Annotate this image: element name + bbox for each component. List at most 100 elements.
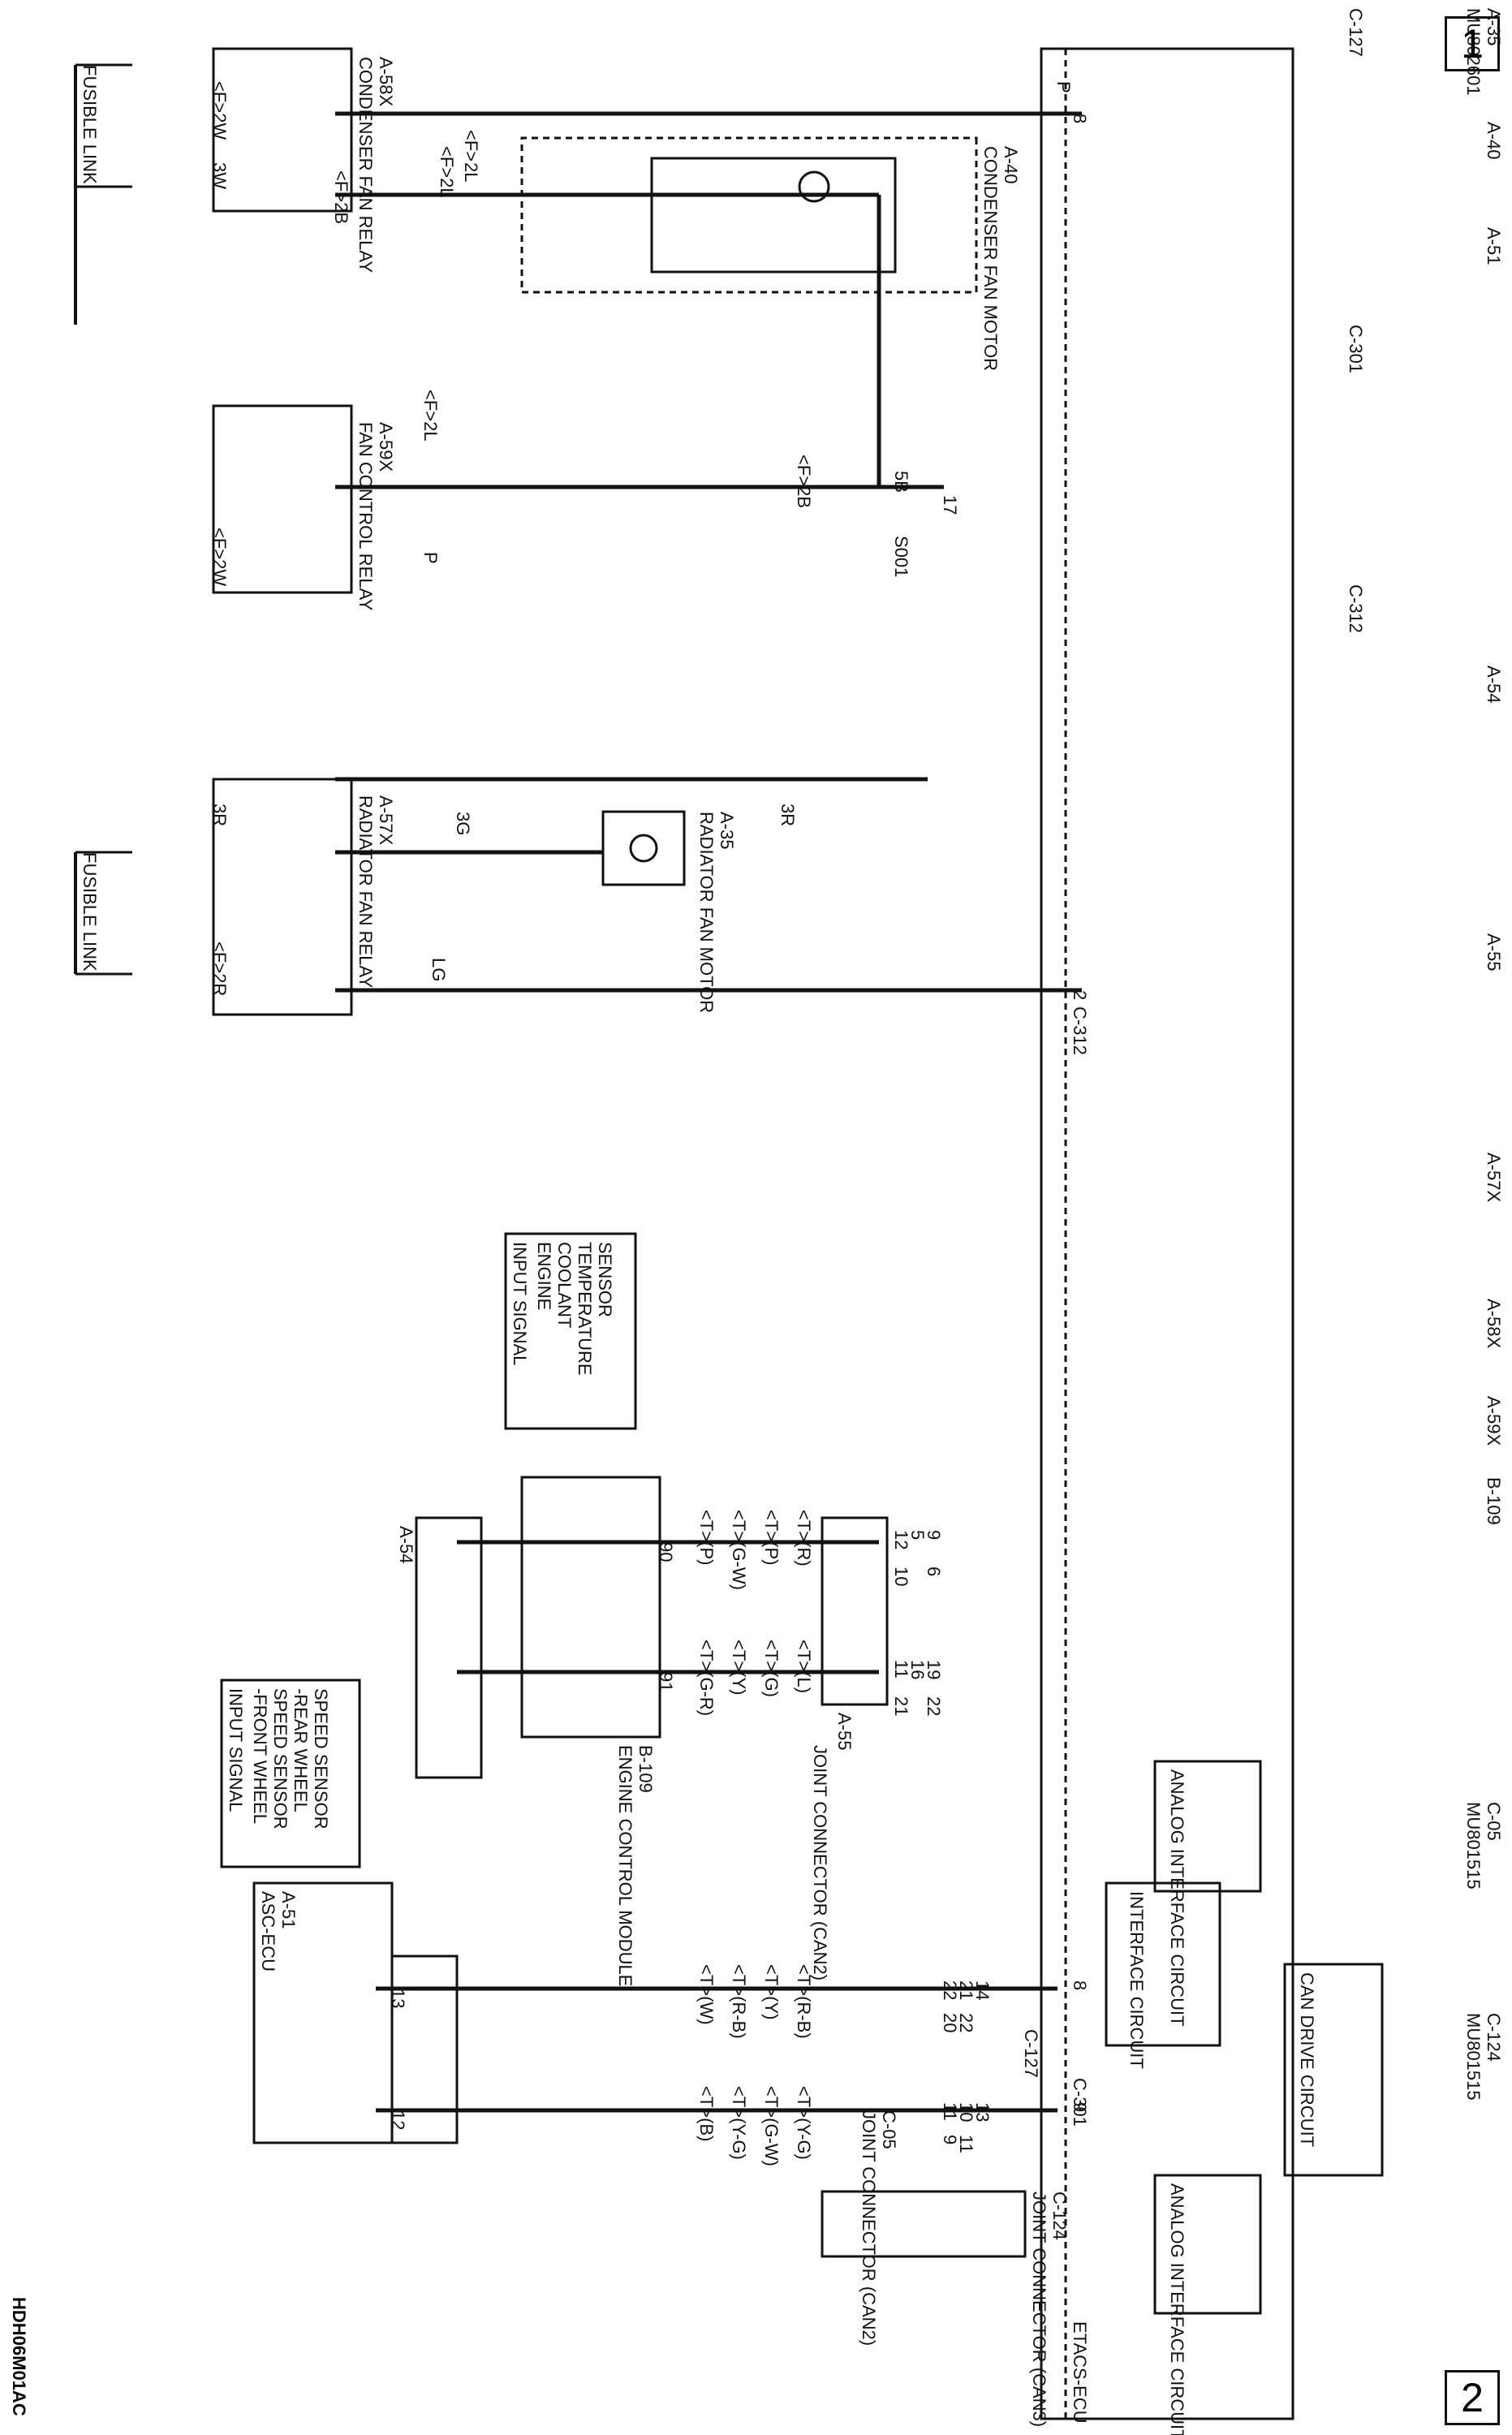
cv-c05: C-05 [1484, 1802, 1504, 1841]
condenser-motor-label: CONDENSER FAN MOTOR [980, 146, 1001, 371]
radiator-motor-label: RADIATOR FAN MOTOR [696, 812, 717, 1013]
can-t-y-g: <T>(Y-G) [729, 2086, 749, 2160]
wire-f2b: <F>2B [331, 170, 351, 224]
can-t-r: <T>(R) [794, 1510, 814, 1567]
fusible-link-29-label: FUSIBLE LINK [80, 852, 100, 972]
etacs-pin-8: 8 [1070, 114, 1090, 123]
pin-5: 5 [907, 1530, 928, 1540]
asc-pin-12: 12 [388, 2110, 408, 2130]
joint-can2-a-top: A-54 [396, 1526, 416, 1563]
can-t-p2: <T>(P) [761, 1510, 782, 1565]
pin-9: 9 [924, 1530, 944, 1540]
condenser-relay-connector: A-58X [376, 57, 396, 106]
c-pin-21: 21 [956, 1980, 976, 2000]
fan-control-relay-label: FAN CONTROL RELAY [355, 422, 376, 611]
wire-f: <F> [461, 130, 481, 162]
joint-can2-b-label: JOINT CONNECTOR (CAN2) [859, 2110, 879, 2346]
c-pin-11: 11 [940, 2102, 960, 2121]
pin-10: 10 [891, 1567, 911, 1586]
page-marker-1: 1 [1445, 16, 1500, 71]
asc-pin-13: 13 [388, 1989, 408, 2008]
can-t-r-b: <T>(R-B) [729, 1964, 749, 2039]
can-t-g-r: <T>(G-R) [696, 1640, 717, 1716]
asc-ecu-connector: A-51 [278, 1891, 299, 1929]
ect-input-title: INPUT SIGNAL [510, 1242, 530, 1365]
wire-f2b-2: <F>2B [794, 455, 814, 508]
joint-can3-connector: C-124 [1049, 2192, 1070, 2240]
analog-interface-2-label: ANALOG INTERFACE CIRCUIT [1167, 2183, 1187, 2435]
cv-a57x: A-57X [1484, 1153, 1504, 1202]
diagram-code: HDH06M01AC [9, 2297, 29, 2416]
c-pin-14: 14 [972, 1980, 993, 2000]
cv-c124-mark: MU801515 [1463, 2013, 1484, 2101]
radiator-motor-connector: A-35 [717, 812, 737, 849]
etacs-pin-9: 9 [1070, 2102, 1090, 2112]
wire-3w: 3W [209, 162, 230, 189]
pin-6: 6 [924, 1567, 944, 1576]
diagram-labels: FUSIBLE LINK FUSIBLE LINK CONDENSER FAN … [80, 8, 1504, 2435]
wheel-line-3: -REAR WHEEL [291, 1688, 311, 1812]
etacs-connector-b: C-301 [1070, 2078, 1090, 2127]
wheel-line-4: SPEED SENSOR [311, 1688, 331, 1829]
can-t-y: <T>(Y) [729, 1640, 749, 1695]
cv-a54: A-54 [1484, 666, 1504, 703]
etacs-connector-a: C-312 [1070, 1006, 1090, 1055]
wire-f2w-2: <F>2W [209, 528, 230, 586]
etacs-pin-8b: 8 [1070, 1980, 1090, 1990]
condenser-relay-label: CONDENSER FAN RELAY [355, 57, 376, 273]
cv-a51: A-51 [1484, 227, 1504, 265]
c-pin-11b: 11 [956, 2135, 976, 2153]
radiator-relay-connector: A-57X [376, 795, 396, 845]
cv-c05-mark: MU801515 [1463, 1802, 1484, 1890]
cv-b109: B-109 [1484, 1477, 1504, 1525]
c-pin-20: 20 [940, 2013, 960, 2032]
ecm-connector: B-109 [635, 1745, 656, 1793]
can-t-g: <T>(G) [761, 1640, 782, 1697]
page-marker-2: 2 [1445, 2370, 1500, 2425]
analog-interface-1-label: ANALOG INTERFACE CIRCUIT [1167, 1769, 1187, 2027]
can-t-w: <T>(W) [696, 1964, 717, 2025]
cv-a40: A-40 [1484, 122, 1504, 159]
cv-a35-mark: MU802601 [1463, 8, 1484, 96]
can-t-y-g2: <T>(Y-G) [794, 2086, 814, 2160]
cv-a55: A-55 [1484, 933, 1504, 971]
ect-line-3: TEMPERATURE [575, 1242, 595, 1376]
wire-2l: 2L [461, 162, 481, 182]
cv-a58x: A-58X [1484, 1299, 1504, 1348]
joint-can2-a-label: JOINT CONNECTOR (CAN2) [810, 1745, 830, 1980]
wire-f2r: <F>2R [209, 942, 230, 996]
splice-label: S001 [891, 536, 911, 577]
can-t-g-w2: <T>(G-W) [761, 2086, 782, 2166]
wheel-input-title: INPUT SIGNAL [226, 1688, 246, 1812]
ect-line-4: SENSOR [595, 1242, 615, 1317]
cv-c127: C-127 [1346, 8, 1366, 57]
ground-label: 17 [940, 495, 960, 515]
can-t-y2: <T>(Y) [761, 1964, 782, 2019]
c-pin-22: 22 [940, 1980, 960, 2000]
cv-c301: C-301 [1346, 325, 1366, 373]
pin-22: 22 [924, 1696, 944, 1716]
ect-line-1: ENGINE [534, 1242, 554, 1310]
cv-a59x: A-59X [1484, 1396, 1504, 1446]
pin-11: 11 [891, 1660, 911, 1679]
etacs-pin-2: 2 [1070, 990, 1090, 1000]
ecm-pin-91: 91 [656, 1672, 676, 1692]
c-pin-9: 9 [940, 2135, 960, 2144]
wheel-line-2: SPEED SENSOR [270, 1688, 291, 1829]
can-t-b: <T>(B) [696, 2086, 717, 2141]
can-t-r-b2: <T>(R-B) [794, 1964, 814, 2039]
pin-21: 21 [891, 1696, 911, 1716]
joint-can3-label: JOINT CONNECTOR (CAN3) [1029, 2192, 1049, 2427]
condenser-motor-connector: A-40 [1001, 146, 1021, 183]
ecm-label: ENGINE CONTROL MODULE [615, 1745, 635, 1986]
wire-3r: 3R [778, 804, 798, 826]
can-t-l: <T>(L) [794, 1640, 814, 1693]
interface-circuit-label: INTERFACE CIRCUIT [1126, 1891, 1147, 2069]
wheel-line-1: -FRONT WHEEL [250, 1688, 270, 1824]
wire-f2l-2: <F>2L [420, 390, 441, 442]
cv-c312: C-312 [1346, 584, 1366, 633]
